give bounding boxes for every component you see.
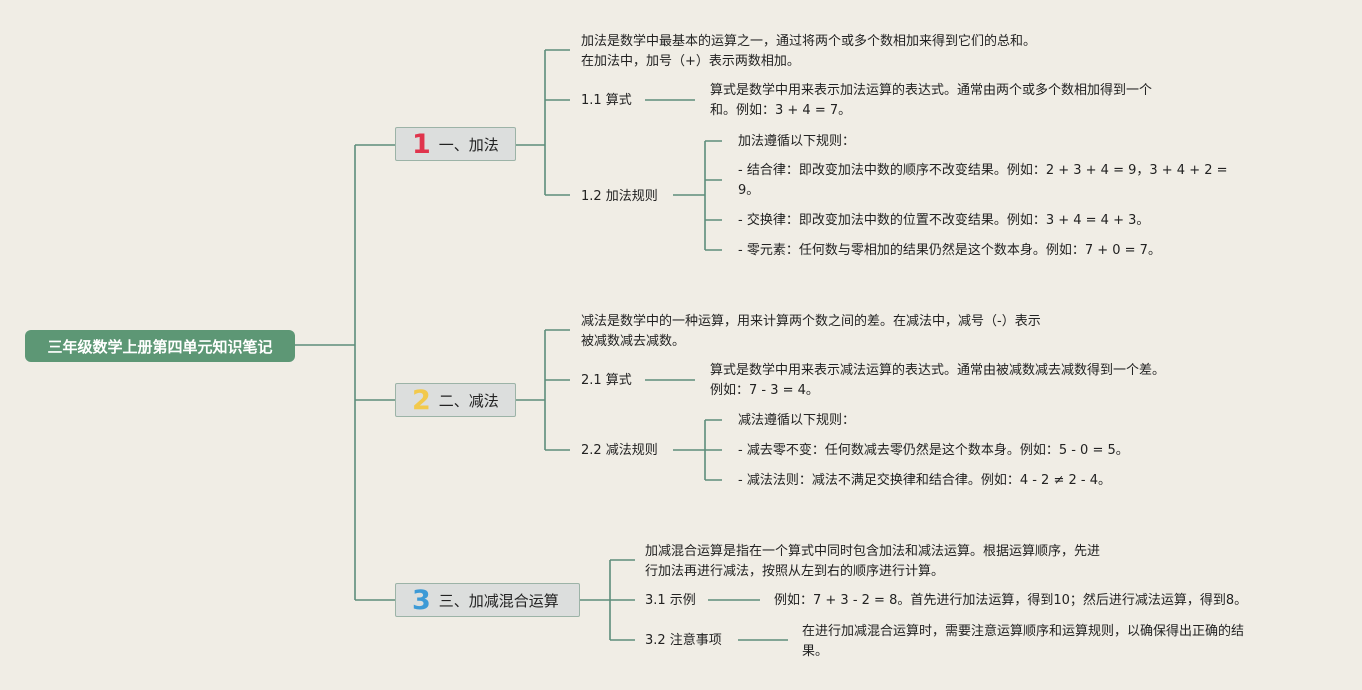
number-three-icon: 3 [412,584,431,616]
rule-zero-element: - 零元素：任何数与零相加的结果仍然是这个数本身。例如：7 + 0 = 7。 [738,243,1161,258]
text-line: 和。例如：3 + 4 = 7。 [710,103,852,118]
text-line: 算式是数学中用来表示减法运算的表达式。通常由被减数减去减数得到一个差。 [710,363,1166,378]
subtraction-description: 减法是数学中的一种运算，用来计算两个数之间的差。在减法中，减号（-）表示 被减数… [581,312,1041,352]
sub-subtraction-formula[interactable]: 2.1 算式 [581,373,632,388]
sub-subtraction-rules[interactable]: 2.2 减法规则 [581,443,658,458]
rule-minus-zero: - 减去零不变：任何数减去零仍然是这个数本身。例如：5 - 0 = 5。 [738,443,1129,458]
rule-subtraction-law: - 减法法则：减法不满足交换律和结合律。例如：4 - 2 ≠ 2 - 4。 [738,473,1111,488]
text-line: 果。 [802,644,829,659]
subtraction-rules-intro: 减法遵循以下规则： [738,413,856,428]
branch-label: 三、加减混合运算 [438,591,559,610]
mixed-notes-detail: 在进行加减混合运算时，需要注意运算顺序和运算规则，以确保得出正确的结 果。 [802,622,1244,662]
sub-addition-formula[interactable]: 1.1 算式 [581,93,632,108]
text-line: - 结合律：即改变加法中数的顺序不改变结果。例如：2 + 3 + 4 = 9，3… [738,163,1228,178]
branch-label: 二、减法 [438,391,499,410]
text-line: 被减数减去减数。 [581,334,686,349]
addition-rules-intro: 加法遵循以下规则： [738,134,856,149]
rule-commutative: - 交换律：即改变加法中数的位置不改变结果。例如：3 + 4 = 4 + 3。 [738,213,1150,228]
branch-label: 一、加法 [438,135,499,154]
text-line: 在进行加减混合运算时，需要注意运算顺序和运算规则，以确保得出正确的结 [802,624,1245,639]
subtraction-formula-detail: 算式是数学中用来表示减法运算的表达式。通常由被减数减去减数得到一个差。 例如：7… [710,361,1165,401]
text-line: 减法是数学中的一种运算，用来计算两个数之间的差。在减法中，减号（-）表示 [581,314,1041,329]
branch-mixed-operations[interactable]: 3 三、加减混合运算 [395,583,580,617]
rule-associative: - 结合律：即改变加法中数的顺序不改变结果。例如：2 + 3 + 4 = 9，3… [738,161,1228,201]
text-line: 9。 [738,183,760,198]
number-one-icon: 1 [412,128,431,160]
sub-mixed-notes[interactable]: 3.2 注意事项 [645,633,722,648]
text-line: 行加法再进行减法，按照从左到右的顺序进行计算。 [645,564,945,579]
sub-mixed-example[interactable]: 3.1 示例 [645,593,696,608]
text-line: 加减混合运算是指在一个算式中同时包含加法和减法运算。根据运算顺序，先进 [645,544,1101,559]
sub-addition-rules[interactable]: 1.2 加法规则 [581,189,658,204]
branch-subtraction[interactable]: 2 二、减法 [395,383,516,417]
mixed-description: 加减混合运算是指在一个算式中同时包含加法和减法运算。根据运算顺序，先进 行加法再… [645,542,1100,582]
branch-addition[interactable]: 1 一、加法 [395,127,516,161]
mixed-example-detail: 例如：7 + 3 - 2 = 8。首先进行加法运算，得到10；然后进行减法运算，… [774,593,1248,608]
addition-formula-detail: 算式是数学中用来表示加法运算的表达式。通常由两个或多个数相加得到一个 和。例如：… [710,81,1152,121]
root-node[interactable]: 三年级数学上册第四单元知识笔记 [25,330,295,362]
text-line: 在加法中，加号（+）表示两数相加。 [581,54,800,69]
number-two-icon: 2 [412,384,431,416]
text-line: 算式是数学中用来表示加法运算的表达式。通常由两个或多个数相加得到一个 [710,83,1153,98]
text-line: 例如：7 - 3 = 4。 [710,383,819,398]
text-line: 加法是数学中最基本的运算之一，通过将两个或多个数相加来得到它们的总和。 [581,34,1037,49]
addition-description: 加法是数学中最基本的运算之一，通过将两个或多个数相加来得到它们的总和。 在加法中… [581,32,1036,72]
